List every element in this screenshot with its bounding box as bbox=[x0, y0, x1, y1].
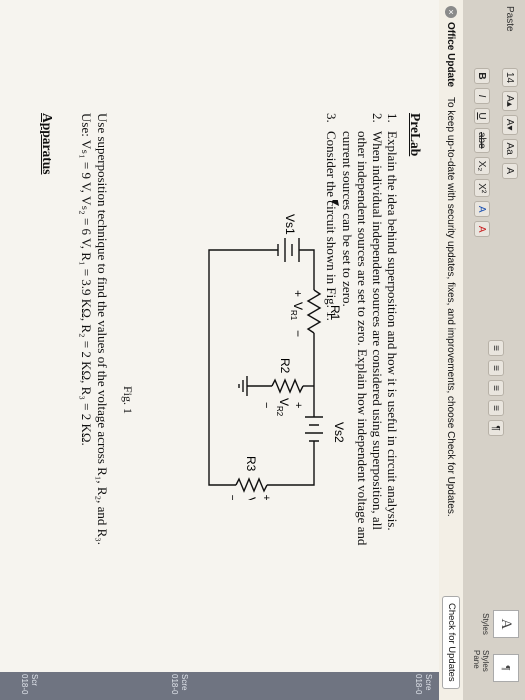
styles-group: A Styles ¶ Styles Pane bbox=[472, 606, 519, 686]
underline-button[interactable]: U bbox=[474, 108, 490, 124]
superscript-button[interactable]: X² bbox=[474, 179, 490, 198]
vr3-minus: − bbox=[226, 495, 238, 500]
list-number: 2. bbox=[370, 113, 385, 123]
task-line-2: Use: Vₛ₁ = 9 V, Vₛ₂ = 6 V, R₁ = 3.9 KΩ, … bbox=[79, 113, 94, 446]
align-left-icon[interactable]: ≡ bbox=[488, 380, 504, 396]
wire-bottom bbox=[208, 249, 253, 486]
apparatus-heading: Apparatus bbox=[40, 113, 55, 175]
screenshot-label[interactable]: Scre bbox=[180, 674, 189, 691]
resistor-r1 bbox=[306, 289, 322, 334]
list-text: Explain the idea behind superposition an… bbox=[385, 131, 400, 531]
figure-caption: Fig. 1 bbox=[121, 386, 135, 415]
screenshot-label[interactable]: Scre bbox=[424, 674, 433, 691]
circuit-diagram: Vs1 R1 + VR1 − R2 + VR2 − Vs2 R3 + VR3 − bbox=[208, 200, 346, 500]
vr1-minus: − bbox=[291, 330, 305, 337]
subscript-button[interactable]: X₂ bbox=[474, 156, 490, 176]
grow-font-button[interactable]: A▴ bbox=[502, 91, 518, 111]
styles-icon: A bbox=[493, 610, 519, 638]
r1-label: R1 bbox=[328, 305, 342, 321]
list-item: 1. Explain the idea behind superposition … bbox=[385, 113, 400, 673]
styles-button[interactable]: A Styles bbox=[473, 606, 519, 642]
task-paragraph: Use superposition technique to find the … bbox=[78, 113, 110, 673]
screenshot-label[interactable]: 018-0 bbox=[20, 674, 29, 695]
vs2-label: Vs2 bbox=[332, 422, 346, 443]
r2-label: R2 bbox=[278, 358, 292, 374]
font-size-row: 14 A▴ A▾ Aa A bbox=[501, 68, 519, 179]
resistor-r3 bbox=[235, 477, 268, 493]
task-line-1: Use superposition technique to find the … bbox=[95, 113, 110, 546]
list-number: 3. bbox=[324, 113, 339, 123]
styles-pane-button[interactable]: ¶ Styles Pane bbox=[472, 650, 519, 686]
styles-pane-label: Styles Pane bbox=[472, 650, 490, 672]
change-case-button[interactable]: Aa bbox=[502, 138, 518, 159]
vr3-plus: + bbox=[260, 495, 272, 500]
styles-pane-icon: ¶ bbox=[493, 654, 519, 682]
desktop-sidebar: Scre 018-0 Scre 018-0 Scr 018-0 bbox=[0, 672, 439, 700]
italic-button[interactable]: I bbox=[474, 88, 490, 104]
text-effects-button[interactable]: A bbox=[474, 201, 490, 218]
styles-label: Styles bbox=[481, 613, 490, 635]
numbering-icon[interactable]: ≡ bbox=[488, 360, 504, 376]
update-message: To keep up-to-date with security updates… bbox=[445, 97, 457, 517]
wire-top-left bbox=[299, 249, 315, 290]
paragraph-row: ≡ ≡ ≡ ≡ ¶ bbox=[487, 340, 505, 436]
paste-button[interactable]: Paste bbox=[504, 6, 515, 32]
align-center-icon[interactable]: ≡ bbox=[488, 400, 504, 416]
list-text: When individual independent sources are … bbox=[370, 131, 385, 530]
ribbon-toolbar: Paste 14 A▴ A▾ Aa A B I U abe X₂ X² A A … bbox=[462, 0, 525, 700]
screenshot-label[interactable]: 018-0 bbox=[414, 674, 423, 695]
battery-vs2 bbox=[305, 416, 323, 442]
ground-symbol bbox=[238, 376, 253, 396]
vs1-label: Vs1 bbox=[283, 214, 297, 235]
font-format-row: B I U abe X₂ X² A A bbox=[473, 68, 491, 238]
bold-button[interactable]: B bbox=[474, 68, 490, 84]
vr2-minus: − bbox=[260, 402, 272, 408]
battery-vs1 bbox=[277, 238, 300, 262]
font-color-button[interactable]: A bbox=[474, 221, 490, 238]
check-for-updates-button[interactable]: Check for Updates bbox=[442, 596, 460, 689]
vr2-label: VR2 bbox=[275, 398, 291, 417]
resistor-r2 bbox=[271, 378, 304, 394]
strikethrough-button[interactable]: abe bbox=[474, 128, 490, 153]
cursor-arrow-icon bbox=[331, 200, 339, 206]
bullets-icon[interactable]: ≡ bbox=[488, 340, 504, 356]
vr1-label: VR1 bbox=[289, 302, 305, 321]
vr2-plus: + bbox=[292, 402, 304, 408]
font-size-select[interactable]: 14 bbox=[502, 68, 518, 88]
clear-format-button[interactable]: A bbox=[502, 162, 518, 179]
screenshot-label[interactable]: 018-0 bbox=[170, 674, 179, 695]
list-number: 1. bbox=[385, 113, 400, 123]
vr1-plus: + bbox=[291, 290, 305, 297]
update-title: Office Update bbox=[445, 22, 457, 88]
close-icon[interactable]: × bbox=[445, 6, 457, 18]
screenshot-label[interactable]: Scr bbox=[30, 674, 39, 686]
prelab-heading: PreLab bbox=[408, 113, 423, 157]
shrink-font-button[interactable]: A▾ bbox=[502, 114, 518, 135]
office-update-bar: × Office Update To keep up-to-date with … bbox=[438, 0, 463, 700]
r3-label: R3 bbox=[244, 456, 258, 472]
wire-top-right bbox=[267, 441, 315, 486]
vr3-label: VR3 bbox=[242, 497, 258, 500]
pilcrow-icon[interactable]: ¶ bbox=[488, 420, 504, 436]
